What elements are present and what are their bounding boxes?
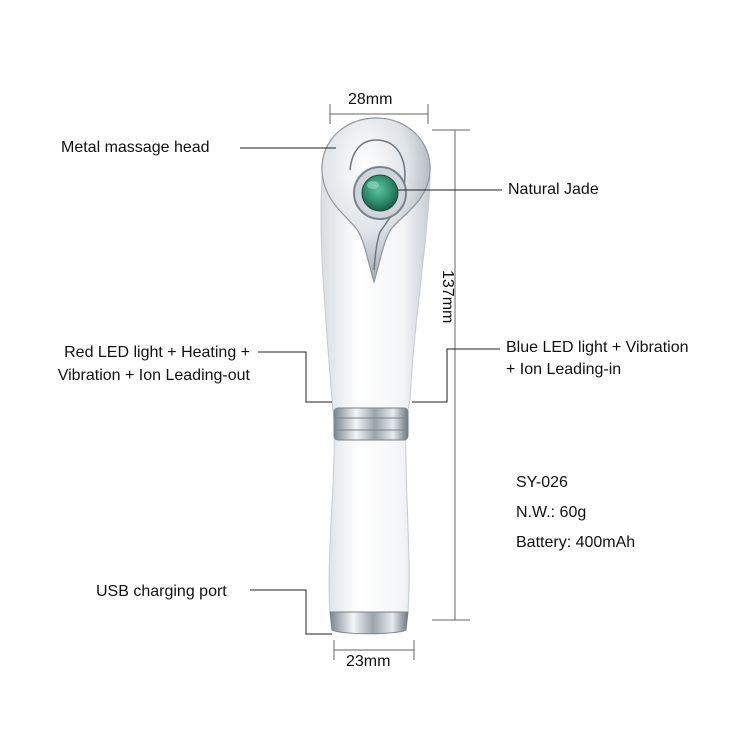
head-width-label: 28mm <box>348 91 393 108</box>
blue-led-label-line2: + Ion Leading-in <box>506 361 622 378</box>
dimension-lines <box>329 104 470 660</box>
callout-lines <box>240 147 502 635</box>
metal-head-label: Metal massage head <box>61 139 210 156</box>
chrome-ring <box>333 407 409 441</box>
model-label: SY-026 <box>516 474 568 491</box>
battery-label: Battery: 400mAh <box>516 534 636 551</box>
usb-port-label: USB charging port <box>96 583 227 600</box>
blue-led-label-line1: Blue LED light + Vibration <box>506 339 689 356</box>
jade-stone <box>361 174 399 212</box>
chrome-cap <box>329 611 409 635</box>
natural-jade-label: Natural Jade <box>508 181 599 198</box>
red-led-label-line1: Red LED light + Heating + <box>64 344 250 361</box>
length-label: 137mm <box>439 270 456 324</box>
base-width-label: 23mm <box>346 653 391 670</box>
red-led-label-line2: Vibration + Ion Leading-out <box>57 367 250 384</box>
net-weight-label: N.W.: 60g <box>516 504 587 521</box>
